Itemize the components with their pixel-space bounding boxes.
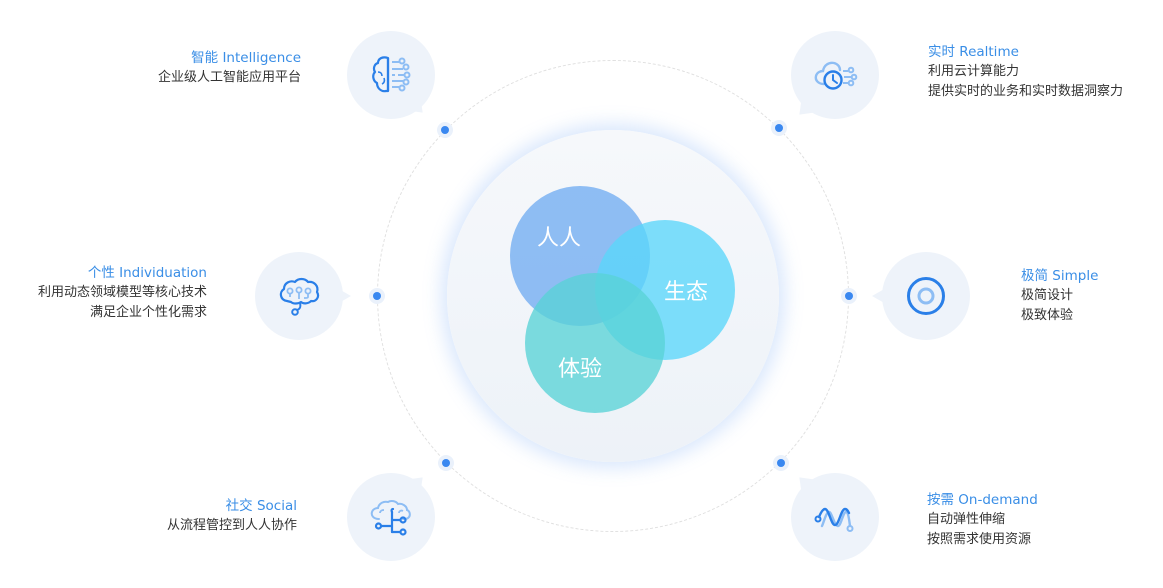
ring-dot-individuation bbox=[369, 288, 385, 304]
ring-dot-simple bbox=[841, 288, 857, 304]
feature-desc: 极简设计 bbox=[1021, 288, 1074, 303]
cloud-network-icon bbox=[370, 499, 411, 536]
feature-ondemand: 按需 On-demand 自动弹性伸缩 按照需求使用资源 bbox=[927, 490, 1038, 550]
feature-desc: 从流程管控到人人协作 bbox=[166, 518, 297, 533]
feature-desc: 利用动态领域模型等核心技术 bbox=[37, 285, 207, 300]
feature-title: 实时 Realtime bbox=[928, 44, 1019, 60]
cloud-clock-icon bbox=[814, 61, 858, 90]
feature-intelligence: 智能 Intelligence 企业级人工智能应用平台 bbox=[158, 48, 301, 88]
feature-title: 极简 Simple bbox=[1021, 268, 1099, 284]
ring-dot-ondemand bbox=[773, 455, 789, 471]
feature-desc: 提供实时的业务和实时数据洞察力 bbox=[928, 84, 1124, 99]
ring-dot-social bbox=[438, 455, 454, 471]
feature-title: 个性 Individuation bbox=[87, 265, 207, 281]
feature-desc: 按照需求使用资源 bbox=[927, 532, 1032, 547]
wave-icon bbox=[814, 507, 854, 532]
venn-label-experience: 体验 bbox=[558, 357, 603, 382]
feature-desc: 满足企业个性化需求 bbox=[89, 305, 207, 320]
feature-desc: 极致体验 bbox=[1021, 308, 1074, 323]
feature-title: 智能 Intelligence bbox=[191, 50, 301, 66]
bubble-ondemand bbox=[790, 468, 879, 561]
feature-desc: 企业级人工智能应用平台 bbox=[157, 70, 301, 85]
feature-realtime: 实时 Realtime 利用云计算能力 提供实时的业务和实时数据洞察力 bbox=[928, 42, 1123, 102]
bubble-intelligence bbox=[347, 31, 435, 122]
bubble-individuation bbox=[255, 252, 351, 340]
feature-title: 按需 On-demand bbox=[927, 492, 1038, 508]
bubble-social bbox=[347, 468, 435, 561]
feature-title: 社交 Social bbox=[225, 498, 297, 514]
bubble-realtime bbox=[790, 31, 879, 124]
brain-nodes-icon bbox=[279, 277, 320, 316]
feature-simple: 极简 Simple 极简设计 极致体验 bbox=[1021, 266, 1098, 326]
feature-desc: 利用云计算能力 bbox=[928, 64, 1020, 79]
venn-circle-experience: 体验 bbox=[525, 273, 665, 413]
venn-label-people: 人人 bbox=[537, 226, 582, 251]
ring-dot-realtime bbox=[771, 120, 787, 136]
feature-desc: 自动弹性伸缩 bbox=[927, 512, 1006, 527]
feature-individuation: 个性 Individuation 利用动态领域模型等核心技术 满足企业个性化需求 bbox=[38, 263, 207, 323]
ring-dot-intelligence bbox=[437, 122, 453, 138]
brain-circuit-icon bbox=[372, 56, 411, 93]
venn-label-ecology: 生态 bbox=[664, 280, 709, 305]
bubble-simple bbox=[872, 252, 970, 340]
concentric-circle-icon bbox=[907, 277, 945, 315]
feature-social: 社交 Social 从流程管控到人人协作 bbox=[167, 496, 297, 536]
